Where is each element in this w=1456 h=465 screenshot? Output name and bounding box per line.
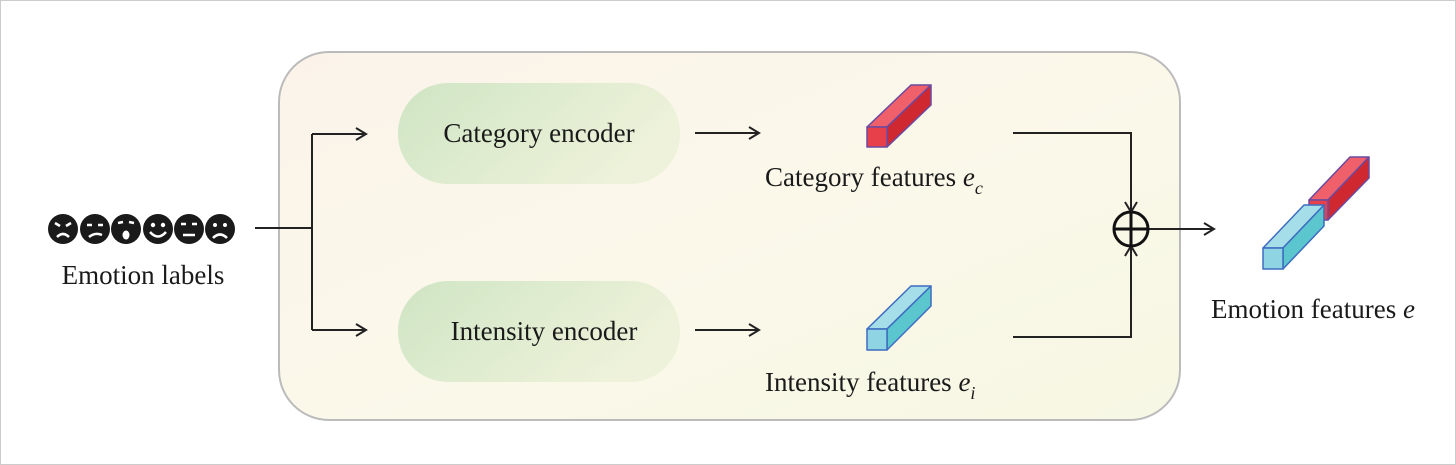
intensity-encoder: Intensity encoder: [398, 281, 680, 382]
intensity-feature-bar-icon: [866, 285, 932, 351]
angry-face-icon: [48, 214, 78, 244]
surprised-face-icon: [111, 214, 141, 244]
split-arrows: [255, 126, 1216, 338]
neutral-face-icon: [174, 214, 204, 244]
disgusted-face-icon: [80, 214, 110, 244]
category-encoder-label: Category encoder: [443, 118, 634, 148]
intensity-encoder-label: Intensity encoder: [451, 316, 638, 346]
sad-face-icon: [205, 214, 235, 244]
category-encoder: Category encoder: [398, 83, 680, 184]
emotion-features-label: Emotion features e: [1211, 294, 1415, 324]
emotion-faces: [48, 214, 235, 244]
concatenation-plus-icon: [1112, 210, 1150, 248]
intensity-features-label: Intensity features ei: [765, 367, 975, 403]
emotion-labels-text: Emotion labels: [62, 260, 225, 290]
category-features-label: Category features ec: [765, 162, 983, 198]
happy-face-icon: [143, 214, 173, 244]
category-feature-bar-icon: [866, 84, 932, 148]
emotion-feature-bar-icon: [1262, 156, 1370, 270]
